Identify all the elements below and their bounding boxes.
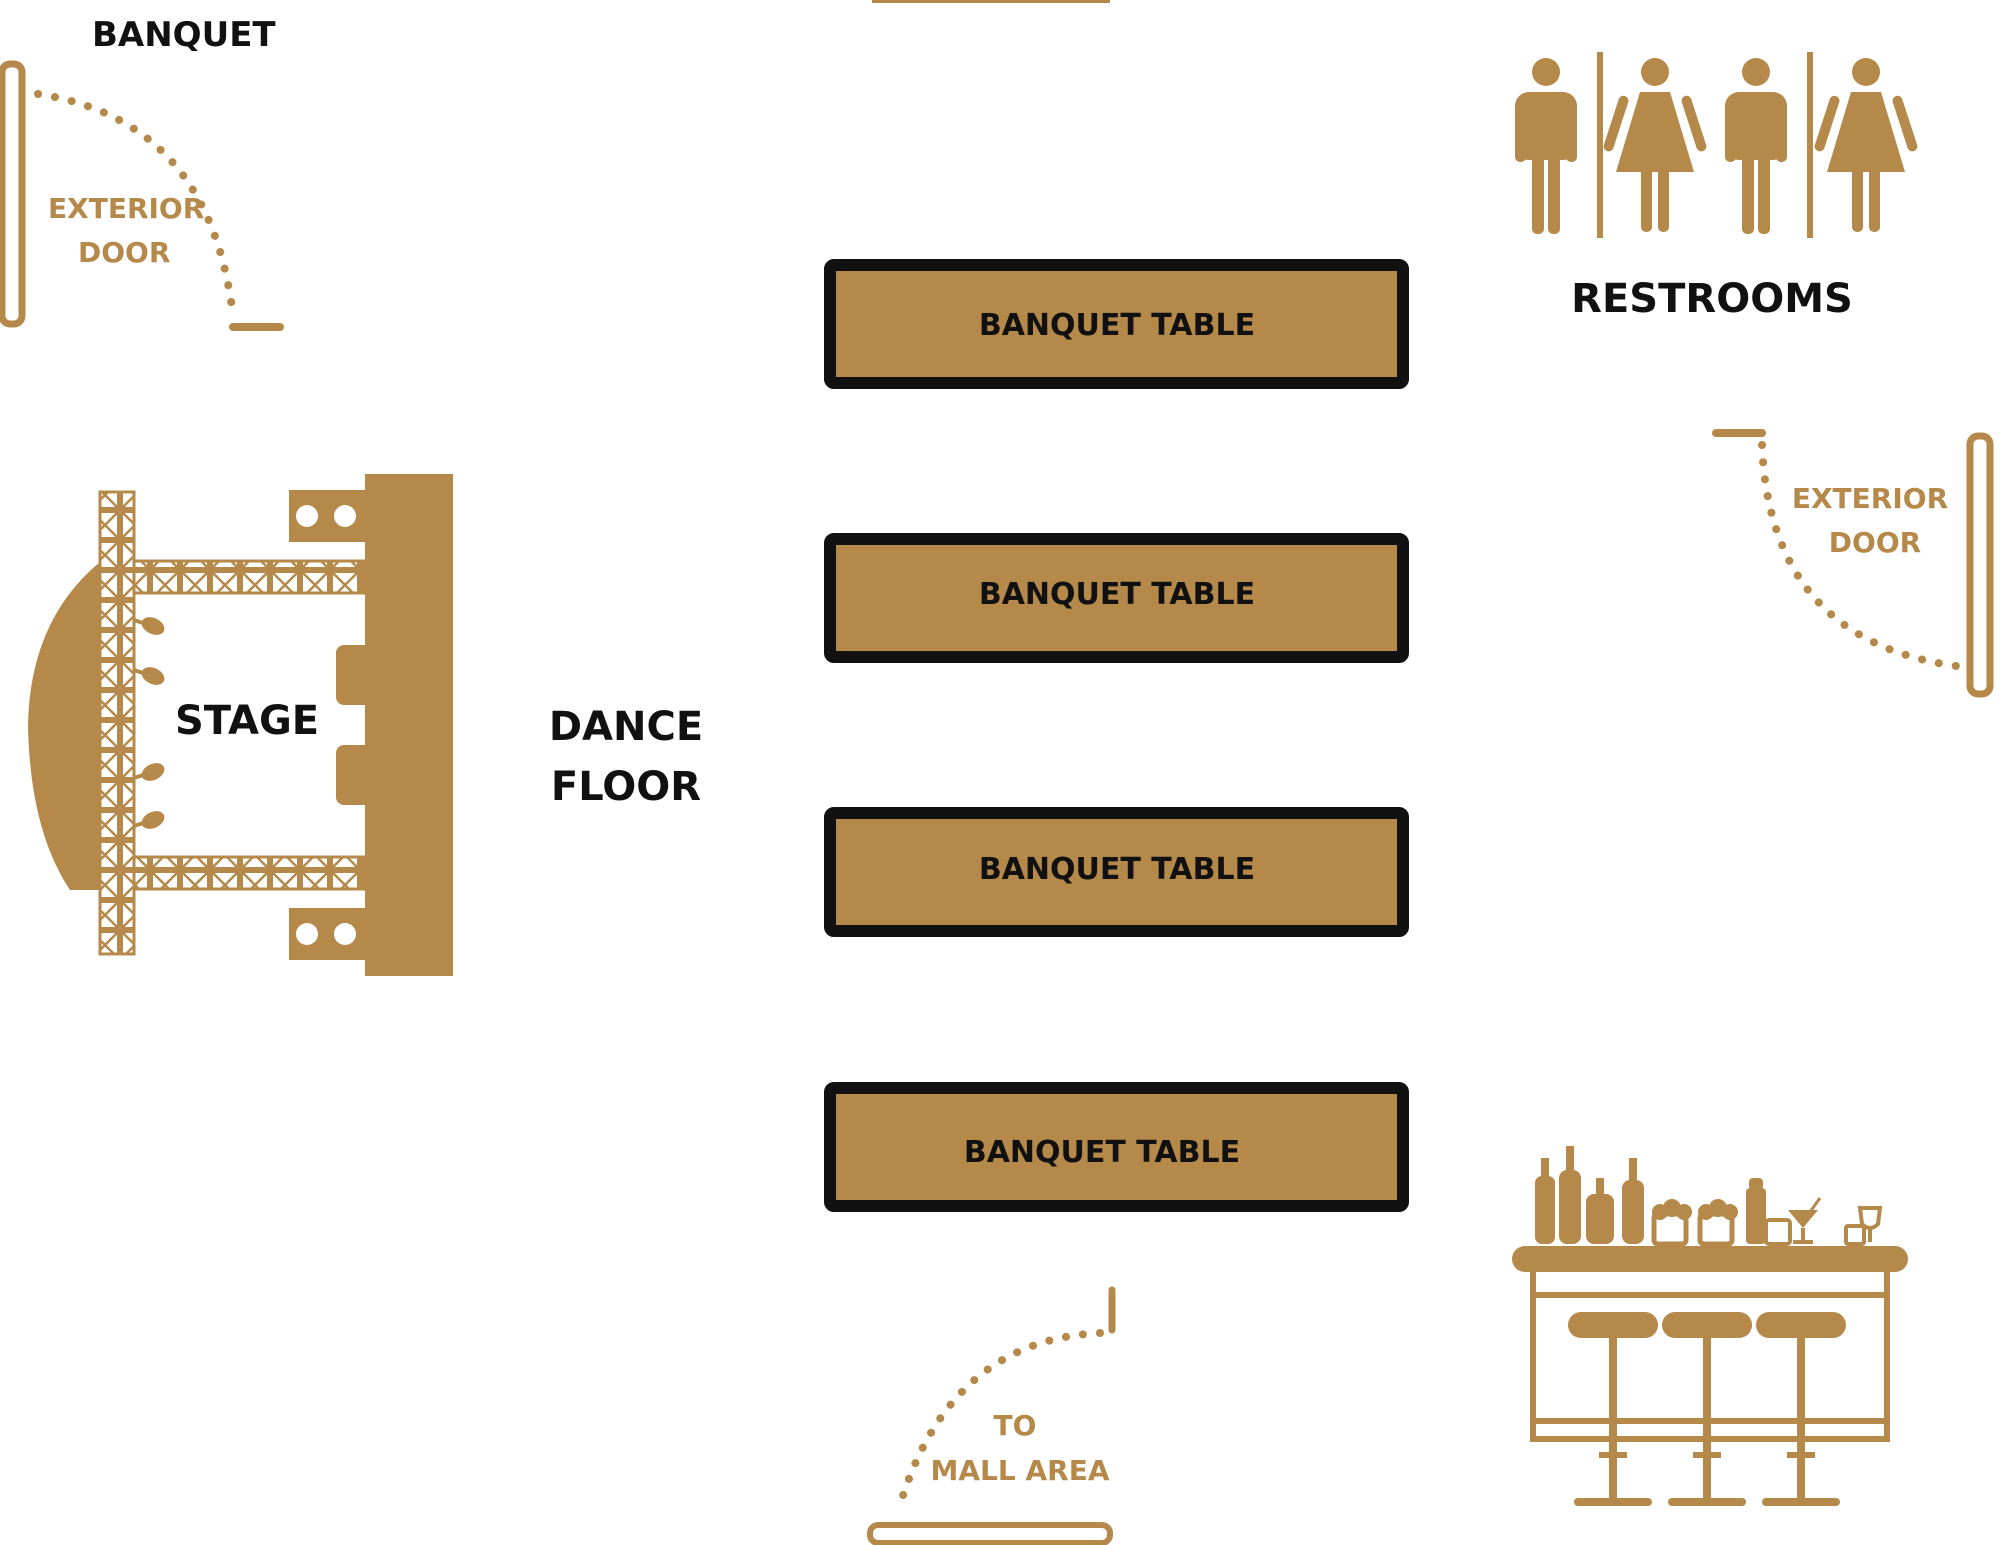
banquet-table-label: BANQUET TABLE bbox=[979, 852, 1255, 887]
banquet-table: BANQUET TABLE bbox=[824, 1082, 1409, 1212]
bar-stool bbox=[1756, 1312, 1846, 1506]
banquet-table-label: BANQUET TABLE bbox=[979, 577, 1255, 612]
exterior-door-label-line1: EXTERIOR bbox=[1792, 482, 1948, 515]
man-icon bbox=[1515, 58, 1577, 234]
exterior-door-top-left: EXTERIOR DOOR bbox=[0, 60, 284, 331]
dance-floor-label-line1: DANCE bbox=[549, 704, 703, 750]
banquet-table: BANQUET TABLE bbox=[824, 807, 1409, 937]
banquet-table-label: BANQUET TABLE bbox=[964, 1135, 1240, 1170]
exterior-door-label-line2: DOOR bbox=[78, 236, 170, 269]
dance-floor-label-line2: FLOOR bbox=[551, 764, 701, 810]
banquet-table: BANQUET TABLE bbox=[824, 533, 1409, 663]
bar-stool bbox=[1662, 1312, 1752, 1506]
restrooms-label: RESTROOMS bbox=[1571, 276, 1853, 322]
woman-icon bbox=[1814, 58, 1918, 232]
exterior-door-right: EXTERIOR DOOR bbox=[1712, 429, 1994, 698]
stage-label: STAGE bbox=[175, 698, 319, 744]
banquet-label: BANQUET bbox=[92, 15, 276, 55]
mall-area-door: TO MALL AREA bbox=[867, 1286, 1116, 1545]
mall-area-label-line2: MALL AREA bbox=[931, 1454, 1110, 1487]
stage-truss-icon bbox=[28, 474, 453, 976]
banquet-table: BANQUET TABLE bbox=[824, 259, 1409, 389]
exterior-door-label-line2: DOOR bbox=[1829, 526, 1921, 559]
bar-counter-icon bbox=[1512, 1146, 1908, 1506]
man-icon bbox=[1725, 58, 1787, 234]
exterior-door-label-line1: EXTERIOR bbox=[48, 192, 204, 225]
bar-stool bbox=[1568, 1312, 1658, 1506]
mall-area-label-line1: TO bbox=[994, 1409, 1037, 1442]
woman-icon bbox=[1603, 58, 1707, 232]
restroom-icons bbox=[1515, 52, 1918, 238]
banquet-table-label: BANQUET TABLE bbox=[979, 308, 1255, 343]
